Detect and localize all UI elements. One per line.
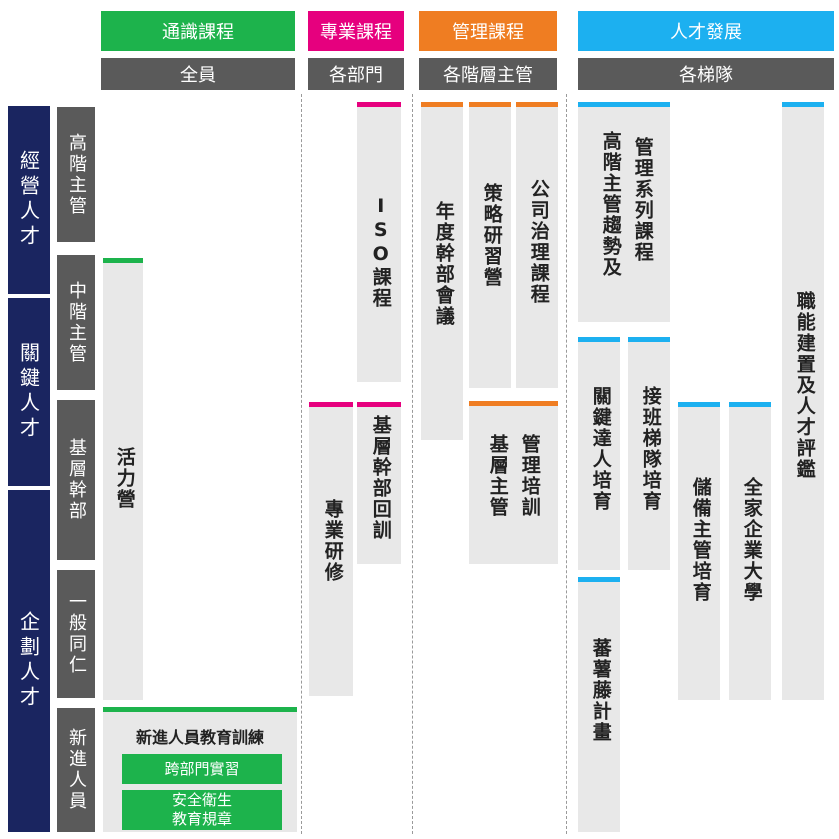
course-grassroots-refresher: 基層幹部回訓 (357, 402, 401, 564)
course-grassroots-management: 管理培訓 基層主管 (469, 401, 558, 564)
course-label: 活力營 (113, 447, 136, 510)
level-label: 經營人才 (16, 150, 41, 250)
course-key-talent: 關鍵達人培育 (578, 337, 620, 570)
role-new-hire: 新進人員 (57, 708, 95, 832)
course-label: 管理系列課程 (631, 137, 654, 263)
course-label: 蕃薯藤計畫 (589, 638, 612, 743)
level-planning-talent: 企劃人才 (8, 490, 50, 832)
role-label: 中階主管 (66, 280, 87, 365)
header-professional-label: 專業課程 (320, 22, 392, 43)
audience-professional: 各部門 (308, 58, 404, 90)
header-management-label: 管理課程 (452, 22, 524, 43)
course-strategy-camp: 策略研習營 (469, 102, 511, 388)
course-professional-training: 專業研修 (309, 402, 353, 696)
course-cross-department-internship: 跨部門實習 (122, 754, 282, 784)
course-label: ISO課程 (369, 195, 392, 309)
course-label: 儲備主管培育 (689, 477, 712, 603)
course-label: 關鍵達人培育 (589, 386, 612, 512)
course-seedling-plan: 蕃薯藤計畫 (578, 577, 620, 832)
column-divider (412, 94, 413, 834)
role-general-staff: 一般同仁 (57, 570, 95, 698)
course-corporate-governance: 公司治理課程 (516, 102, 558, 388)
header-management: 管理課程 (419, 11, 557, 51)
role-label: 一般同仁 (66, 592, 87, 676)
header-general-label: 通識課程 (162, 22, 234, 43)
audience-general: 全員 (101, 58, 295, 90)
course-competency-assessment: 職能建置及人才評鑑 (782, 102, 824, 700)
column-divider (566, 94, 567, 834)
course-corporate-university: 全家企業大學 (729, 402, 771, 700)
course-label: 專業研修 (321, 499, 344, 583)
course-label: 策略研習營 (480, 183, 503, 288)
course-label: 接班梯隊培育 (639, 386, 662, 512)
course-succession: 接班梯隊培育 (628, 337, 670, 570)
course-label: 管理培訓 (518, 434, 541, 518)
audience-talent: 各梯隊 (578, 58, 834, 90)
role-label: 高階主管 (66, 132, 87, 217)
level-label: 企劃人才 (16, 611, 41, 711)
course-vitality-camp: 活力營 (103, 258, 143, 700)
course-safety-regulations: 安全衛生 教育規章 (122, 790, 282, 830)
level-key-talent: 關鍵人才 (8, 298, 50, 486)
course-label: 年度幹部會議 (432, 201, 455, 327)
course-new-hire-training: 新進人員教育訓練 跨部門實習 安全衛生 教育規章 (103, 707, 297, 832)
role-senior-manager: 高階主管 (57, 107, 95, 242)
course-annual-cadre-meeting: 年度幹部會議 (421, 102, 463, 440)
audience-management: 各階層主管 (419, 58, 557, 90)
course-executive-series: 管理系列課程 高階主管趨勢及 (578, 102, 670, 322)
course-label: 高階主管趨勢及 (599, 131, 622, 278)
header-professional: 專業課程 (308, 11, 404, 51)
course-new-hire-title: 新進人員教育訓練 (135, 728, 264, 747)
level-label: 關鍵人才 (16, 342, 41, 442)
header-talent-label: 人才發展 (670, 22, 742, 43)
role-label: 基層幹部 (66, 438, 87, 522)
course-label: 基層主管 (486, 434, 509, 518)
level-management-talent: 經營人才 (8, 106, 50, 294)
course-label: 基層幹部回訓 (369, 415, 392, 541)
course-label: 全家企業大學 (740, 477, 763, 603)
course-label: 職能建置及人才評鑑 (793, 291, 816, 480)
column-divider (301, 94, 302, 834)
course-reserve-manager: 儲備主管培育 (678, 402, 720, 700)
course-iso: ISO課程 (357, 102, 401, 382)
role-middle-manager: 中階主管 (57, 255, 95, 390)
role-grassroots-cadre: 基層幹部 (57, 400, 95, 560)
header-talent: 人才發展 (578, 11, 834, 51)
course-label: 公司治理課程 (527, 179, 550, 305)
role-label: 新進人員 (66, 728, 87, 812)
header-general: 通識課程 (101, 11, 295, 51)
